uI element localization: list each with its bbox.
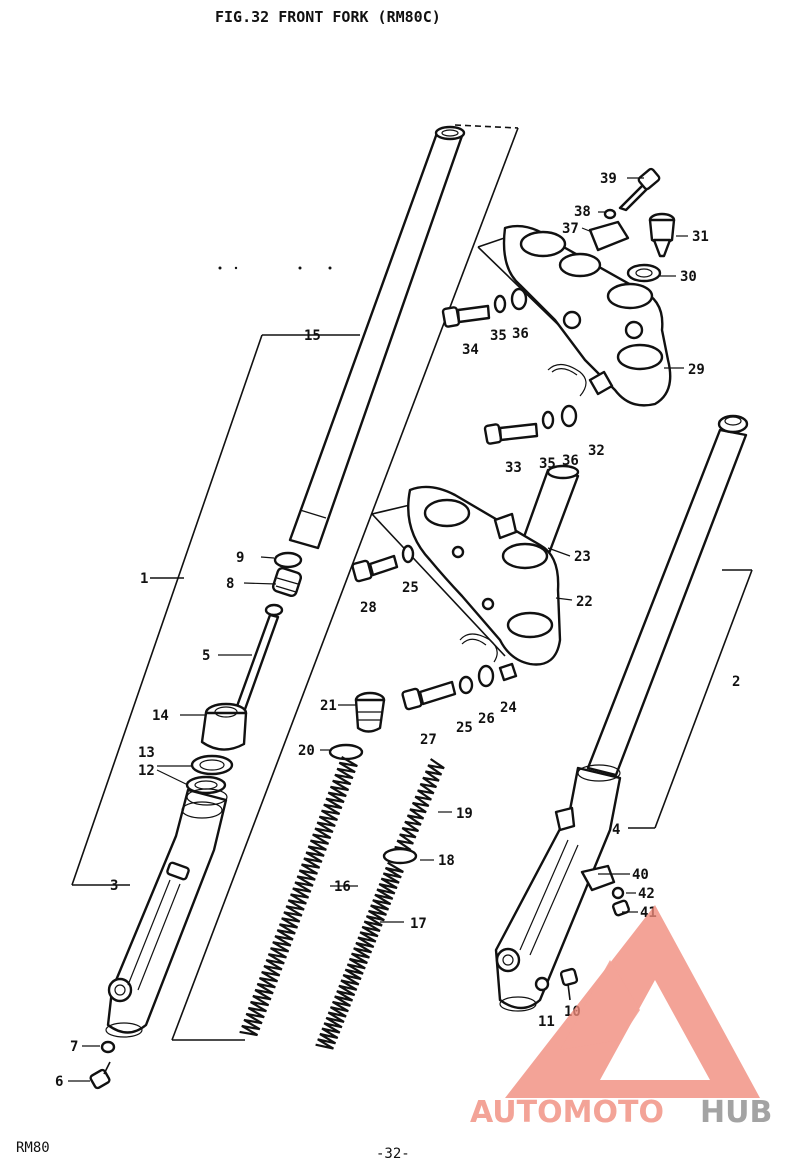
label-8: 8 (226, 576, 234, 592)
stem-bolt (626, 212, 676, 283)
oil-lock-piece (200, 702, 248, 751)
outer-tube-right (494, 764, 622, 1012)
axle-clamp-bolt-right (534, 967, 579, 1001)
label-11: 11 (538, 1014, 555, 1030)
label-1: 1 (140, 571, 148, 587)
label-25a: 25 (402, 580, 419, 596)
handlebar-clamp (588, 167, 661, 252)
watermark-text-1: AUTOMOTO (470, 1095, 664, 1130)
watermark: AUTOMOTO HUB (470, 905, 772, 1130)
page-number: -32- (376, 1146, 410, 1162)
label-34: 34 (462, 342, 479, 358)
label-29: 29 (688, 362, 705, 378)
label-21: 21 (320, 698, 337, 714)
label-17: 17 (410, 916, 427, 932)
damper-rod (234, 603, 284, 714)
label-3: 3 (110, 878, 118, 894)
upper-clamp-bolt (441, 287, 528, 328)
cap-bolt (354, 691, 386, 733)
scan-marks (218, 266, 332, 270)
label-24: 24 (500, 700, 517, 716)
label-5: 5 (202, 648, 210, 664)
label-42: 42 (638, 886, 655, 902)
label-4: 4 (612, 822, 620, 838)
label-40: 40 (632, 867, 649, 883)
label-13: 13 (138, 745, 155, 761)
label-12: 12 (138, 763, 155, 779)
inner-tube-right (586, 414, 749, 777)
upper-bracket (477, 224, 672, 407)
label-33: 33 (505, 460, 522, 476)
label-9: 9 (236, 550, 244, 566)
label-22: 22 (576, 594, 593, 610)
label-7: 7 (70, 1039, 78, 1055)
label-31: 31 (692, 229, 709, 245)
label-20: 20 (298, 743, 315, 759)
figure-title: FIG.32 FRONT FORK (RM80C) (215, 8, 441, 26)
model-code: RM80 (16, 1140, 50, 1156)
outer-tube-left (105, 788, 228, 1038)
label-38: 38 (574, 204, 591, 220)
steering-stem-bolt (483, 404, 578, 445)
label-36b: 36 (562, 453, 579, 469)
inner-tube-left (288, 125, 466, 550)
label-23: 23 (574, 549, 591, 565)
label-27: 27 (420, 732, 437, 748)
fork-spring-17-19 (315, 758, 445, 1050)
damper-rod-top (271, 551, 303, 598)
label-15: 15 (304, 328, 321, 344)
label-2: 2 (732, 674, 740, 690)
label-39: 39 (600, 171, 617, 187)
spring-seat (382, 847, 418, 865)
label-18: 18 (438, 853, 455, 869)
label-16: 16 (334, 879, 351, 895)
label-19: 19 (456, 806, 473, 822)
lower-clamp-bolt-28 (351, 544, 415, 583)
seals-left (185, 754, 234, 795)
cable-guide (547, 363, 614, 397)
part-number-labels: 15 1 9 8 5 14 13 12 3 7 6 21 20 16 17 18… (55, 171, 740, 1090)
label-30: 30 (680, 269, 697, 285)
watermark-text-2: HUB (700, 1095, 772, 1130)
lower-clamp-bolt-27 (401, 633, 518, 711)
label-26: 26 (478, 711, 495, 727)
left-fork-brackets (71, 124, 519, 1041)
label-14: 14 (152, 708, 169, 724)
label-37: 37 (562, 221, 579, 237)
label-35b: 35 (539, 456, 556, 472)
o-ring (328, 743, 364, 761)
lower-bracket (371, 485, 562, 666)
label-25b: 25 (456, 720, 473, 736)
label-28: 28 (360, 600, 377, 616)
label-36a: 36 (512, 326, 529, 342)
fork-spring-16 (239, 755, 358, 1037)
label-6: 6 (55, 1074, 63, 1090)
label-32: 32 (588, 443, 605, 459)
label-35a: 35 (490, 328, 507, 344)
drain-bolt-left (89, 1040, 116, 1090)
leader-lines (68, 177, 688, 1082)
right-fork-brackets (628, 569, 753, 829)
